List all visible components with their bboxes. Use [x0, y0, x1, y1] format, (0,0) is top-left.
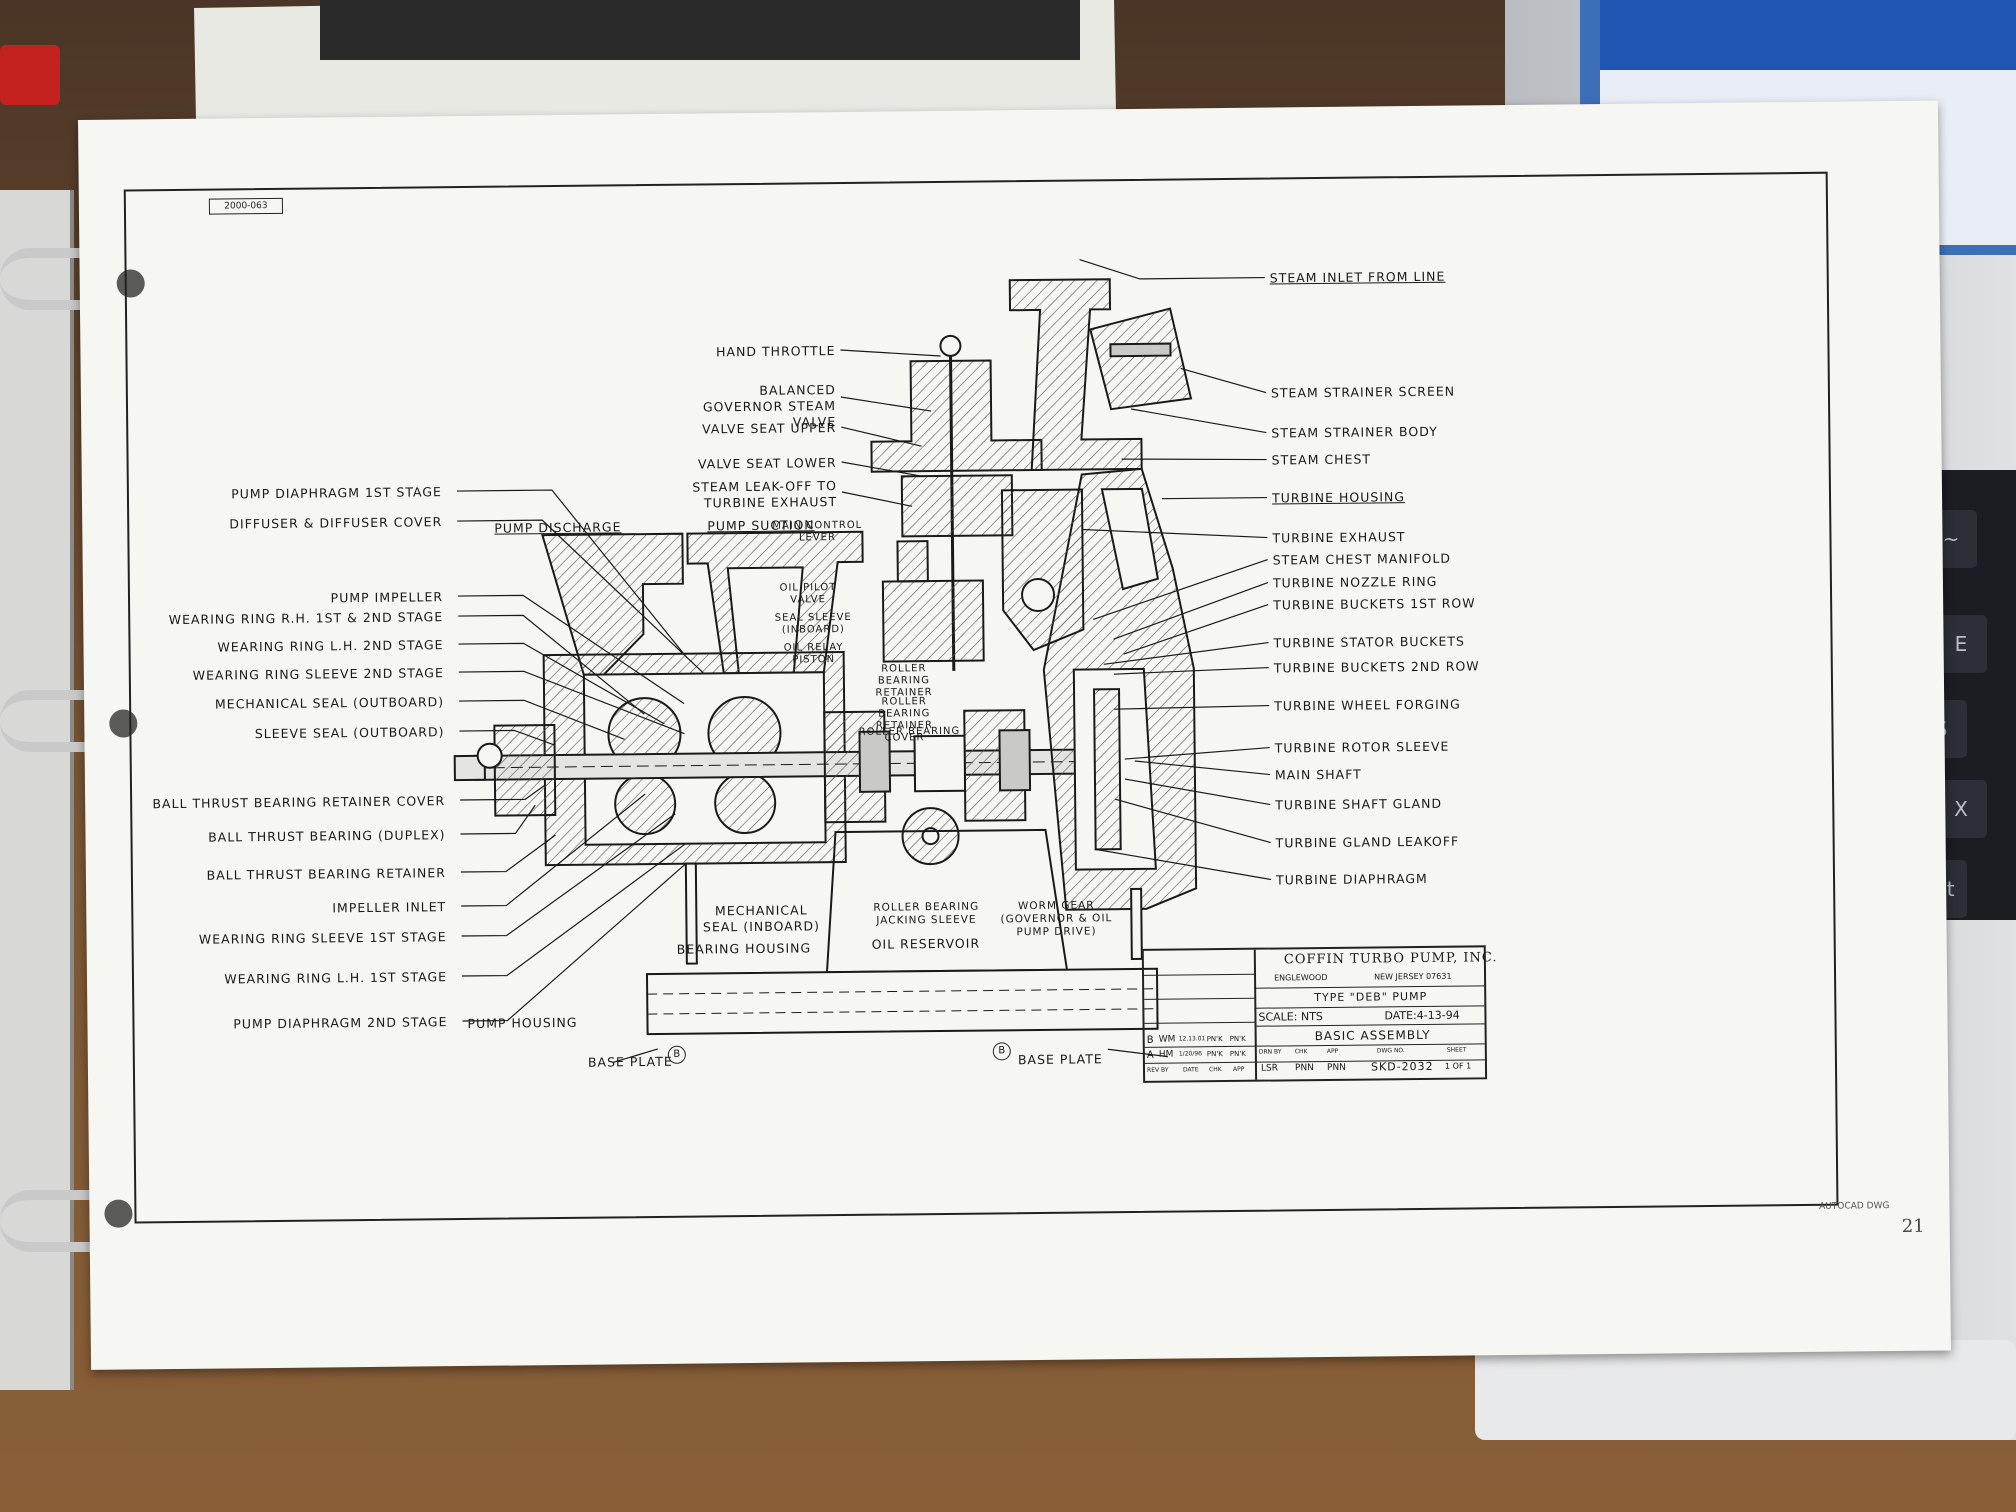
label-base-plate-right: BASE PLATE [1017, 1051, 1103, 1068]
label-base-plate-left: BASE PLATE [587, 1053, 673, 1070]
label-pump-impeller: PUMP IMPELLER [330, 589, 444, 606]
label-hand-throttle: HAND THROTTLE [716, 343, 836, 360]
label-turbine-buckets-2nd: TURBINE BUCKETS 2ND ROW [1273, 658, 1480, 676]
label-turbine-buckets-1st: TURBINE BUCKETS 1ST ROW [1273, 595, 1476, 613]
label-mechanical-seal-outboard: MECHANICAL SEAL (OUTBOARD) [214, 694, 445, 712]
rev-header-by: BY [1160, 1066, 1169, 1074]
rev-a-app: PN'K [1229, 1049, 1246, 1058]
sheet-label: SHEET [1446, 1046, 1467, 1054]
autocad-note: AUTOCAD DWG [1819, 1201, 1890, 1212]
company-name: COFFIN TURBO PUMP, INC. [1283, 950, 1498, 968]
drawing-sheet: 2000-063 [78, 100, 1951, 1370]
rev-header-rev: REV [1146, 1066, 1160, 1074]
section-marker-right: B [992, 1042, 1011, 1061]
laptop-window-titlebar [1600, 0, 2016, 70]
black-folder [320, 0, 1080, 60]
label-turbine-housing: TURBINE HOUSING [1271, 489, 1406, 506]
assembly-cross-section [453, 258, 1272, 1064]
label-steam-leakoff: STEAM LEAK-OFF TO TURBINE EXHAUST [692, 478, 838, 511]
label-worm-gear: WORM GEAR (GOVERNOR & OIL PUMP DRIVE) [1000, 899, 1113, 939]
label-turbine-rotor-sleeve: TURBINE ROTOR SLEEVE [1274, 738, 1450, 756]
label-valve-seat-lower: VALVE SEAT LOWER [697, 455, 837, 472]
dwg-no-label: DWG NO. [1376, 1047, 1405, 1055]
label-turbine-stator-buckets: TURBINE STATOR BUCKETS [1273, 633, 1466, 651]
label-roller-bearing: ROLLER BEARING [858, 725, 961, 738]
rev-header-app: APP [1232, 1065, 1245, 1073]
label-steam-chest: STEAM CHEST [1271, 451, 1372, 468]
app-label: APP [1326, 1047, 1339, 1055]
rev-a-date: 1/20/96 [1178, 1050, 1203, 1058]
label-ball-thrust-retainer: BALL THRUST BEARING RETAINER [206, 865, 446, 883]
rev-b-by: WM [1158, 1034, 1176, 1045]
label-pump-discharge: PUMP DISCHARGE [494, 519, 622, 536]
label-oil-pilot-valve: OIL PILOT VALVE [779, 582, 837, 606]
label-mechanical-seal-inboard: MECHANICAL SEAL (INBOARD) [702, 902, 821, 935]
label-steam-chest-manifold: STEAM CHEST MANIFOLD [1272, 550, 1452, 568]
company-city: ENGLEWOOD [1274, 972, 1328, 983]
label-jacking-sleeve: ROLLER BEARING JACKING SLEEVE [873, 900, 980, 927]
label-seal-sleeve-inboard: SEAL SLEEVE (INBOARD) [774, 611, 852, 636]
laptop-front-edge [1475, 1340, 2016, 1440]
scale: SCALE: NTS [1258, 1010, 1323, 1024]
title-block: COFFIN TURBO PUMP, INC. ENGLEWOOD NEW JE… [1141, 945, 1498, 1083]
label-valve-seat-upper: VALVE SEAT UPPER [702, 420, 837, 437]
app-value: PNN [1326, 1062, 1346, 1073]
sheet-value: 1 OF 1 [1444, 1061, 1472, 1071]
label-pump-diaphragm-1st: PUMP DIAPHRAGM 1ST STAGE [231, 484, 442, 502]
label-oil-reservoir: OIL RESERVOIR [871, 935, 981, 952]
label-turbine-gland-leakoff: TURBINE GLAND LEAKOFF [1275, 833, 1460, 851]
rev-header-date: DATE [1182, 1066, 1199, 1074]
label-main-shaft: MAIN SHAFT [1274, 766, 1362, 783]
label-ball-thrust-cover: BALL THRUST BEARING RETAINER COVER [152, 793, 446, 812]
label-turbine-shaft-gland: TURBINE SHAFT GLAND [1275, 795, 1443, 813]
label-impeller-inlet: IMPELLER INLET [332, 899, 447, 916]
date: DATE:4-13-94 [1384, 1008, 1460, 1023]
label-steam-strainer-body: STEAM STRAINER BODY [1271, 423, 1438, 441]
label-turbine-wheel-forging: TURBINE WHEEL FORGING [1274, 696, 1461, 714]
rev-a: A [1146, 1049, 1154, 1061]
page-number: 21 [1901, 1215, 1925, 1237]
label-wearing-ring-rh: WEARING RING R.H. 1ST & 2ND STAGE [168, 609, 444, 628]
label-wearing-ring-sleeve-1st: WEARING RING SLEEVE 1ST STAGE [198, 929, 447, 947]
label-steam-inlet: STEAM INLET FROM LINE [1269, 268, 1446, 286]
drn-by: LSR [1260, 1063, 1279, 1074]
rev-a-by: HM [1158, 1049, 1174, 1060]
label-wearing-ring-lh-1st: WEARING RING L.H. 1ST STAGE [224, 969, 448, 987]
pump-type: TYPE "DEB" PUMP [1314, 989, 1428, 1005]
section-marker-left: B [667, 1045, 686, 1064]
label-roller-bearing-retainer: ROLLER BEARING RETAINER [875, 663, 933, 699]
red-object [0, 45, 60, 105]
label-ball-thrust-duplex: BALL THRUST BEARING (DUPLEX) [208, 827, 446, 845]
label-wearing-ring-sleeve-2nd: WEARING RING SLEEVE 2ND STAGE [192, 665, 444, 683]
label-turbine-diaphragm: TURBINE DIAPHRAGM [1275, 870, 1428, 888]
dwg-no: SKD-2032 [1370, 1059, 1434, 1074]
rev-header-chk: CHK [1208, 1066, 1222, 1074]
label-wearing-ring-lh-2nd: WEARING RING L.H. 2ND STAGE [217, 637, 444, 655]
company-state: NEW JERSEY 07631 [1373, 971, 1452, 982]
rev-b: B [1146, 1034, 1154, 1046]
label-diffuser: DIFFUSER & DIFFUSER COVER [229, 514, 443, 532]
label-sleeve-seal-outboard: SLEEVE SEAL (OUTBOARD) [254, 724, 445, 742]
rev-b-app: PN'K [1229, 1034, 1246, 1043]
rev-a-chk: PN'K [1206, 1050, 1223, 1059]
drawing-title: BASIC ASSEMBLY [1314, 1027, 1431, 1044]
drn-by-label: DRN BY [1258, 1048, 1282, 1056]
chk-value: PNN [1294, 1063, 1314, 1074]
label-pump-diaphragm-2nd: PUMP DIAPHRAGM 2ND STAGE [233, 1014, 448, 1032]
label-steam-strainer-screen: STEAM STRAINER SCREEN [1270, 383, 1456, 401]
chk-label: CHK [1294, 1048, 1308, 1056]
label-main-control-lever: MAIN CONTROL LEVER [772, 519, 863, 544]
label-pump-housing: PUMP HOUSING [467, 1014, 578, 1031]
rev-b-date: 12.13.01 [1178, 1035, 1206, 1043]
rev-b-chk: PN'K [1206, 1035, 1223, 1044]
label-turbine-nozzle-ring: TURBINE NOZZLE RING [1272, 573, 1438, 591]
label-turbine-exhaust: TURBINE EXHAUST [1272, 529, 1406, 546]
label-oil-relay-piston: OIL RELAY PISTON [783, 642, 844, 666]
label-bearing-housing: BEARING HOUSING [676, 940, 812, 957]
